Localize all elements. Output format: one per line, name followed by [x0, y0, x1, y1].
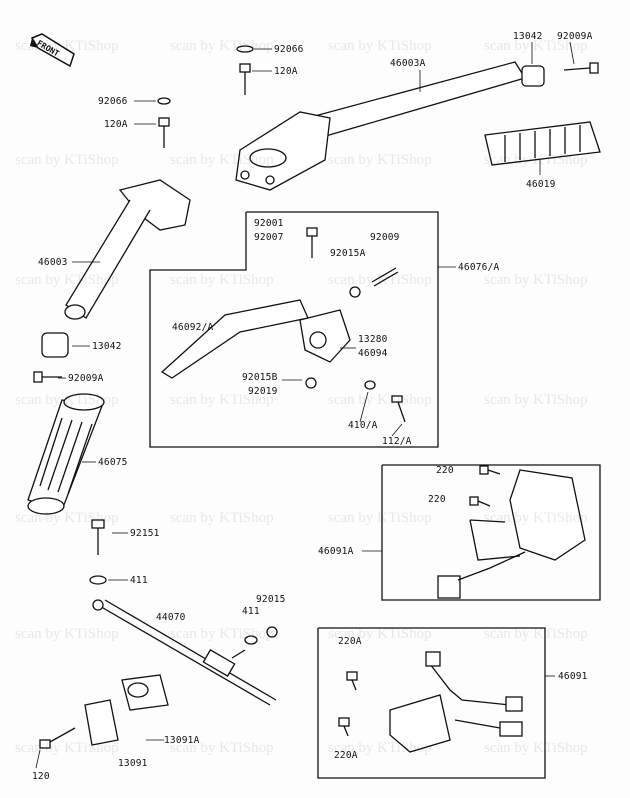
- part-label-220: 220: [436, 465, 454, 476]
- watermark-text: scan by KTiShop: [15, 152, 119, 168]
- part-label-92009A: 92009A: [68, 373, 104, 384]
- watermark-text: scan by KTiShop: [484, 626, 588, 642]
- watermark-text: scan by KTiShop: [484, 392, 588, 408]
- watermark-text: scan by KTiShop: [328, 272, 432, 288]
- part-label-46019: 46019: [526, 179, 556, 190]
- part-label-120: 120: [32, 771, 50, 782]
- watermark-text: scan by KTiShop: [170, 272, 274, 288]
- part-label-220: 220: [428, 494, 446, 505]
- part-label-410A: 410/A: [348, 420, 378, 431]
- watermark-text: scan by KTiShop: [328, 152, 432, 168]
- part-label-46091A: 46091A: [318, 546, 354, 557]
- part-label-46075: 46075: [98, 457, 128, 468]
- part-label-46003A: 46003A: [390, 58, 426, 69]
- part-label-120A: 120A: [274, 66, 298, 77]
- part-label-13280: 13280: [358, 334, 388, 345]
- watermark-text: scan by KTiShop: [328, 392, 432, 408]
- watermark-text: scan by KTiShop: [15, 272, 119, 288]
- part-label-46092A: 46092/A: [172, 322, 214, 333]
- watermark-text: scan by KTiShop: [328, 38, 432, 54]
- watermark-text: scan by KTiShop: [328, 626, 432, 642]
- watermark-text: scan by KTiShop: [484, 510, 588, 526]
- part-label-92151: 92151: [130, 528, 160, 539]
- watermark-text: scan by KTiShop: [170, 392, 274, 408]
- part-label-92066: 92066: [274, 44, 304, 55]
- part-label-220A: 220A: [338, 636, 362, 647]
- part-label-120A: 120A: [104, 119, 128, 130]
- part-label-92009A: 92009A: [557, 31, 593, 42]
- part-label-92015B: 92015B: [242, 372, 278, 383]
- watermark-text: scan by KTiShop: [15, 626, 119, 642]
- watermark-text: scan by KTiShop: [15, 740, 119, 756]
- watermark-text: scan by KTiShop: [170, 510, 274, 526]
- part-label-13042: 13042: [92, 341, 122, 352]
- part-label-411: 411: [130, 575, 148, 586]
- part-label-220A: 220A: [334, 750, 358, 761]
- part-label-92015A: 92015A: [330, 248, 366, 259]
- part-label-13091A: 13091A: [164, 735, 200, 746]
- watermark-text: scan by KTiShop: [170, 152, 274, 168]
- part-label-92015: 92015: [256, 594, 286, 605]
- watermark-text: scan by KTiShop: [484, 272, 588, 288]
- part-label-13042: 13042: [513, 31, 543, 42]
- watermark-text: scan by KTiShop: [170, 38, 274, 54]
- part-label-411: 411: [242, 606, 260, 617]
- watermark-text: scan by KTiShop: [15, 510, 119, 526]
- watermark-text: scan by KTiShop: [15, 392, 119, 408]
- part-label-46094: 46094: [358, 348, 388, 359]
- watermark-text: scan by KTiShop: [15, 38, 119, 54]
- part-label-92001: 92001: [254, 218, 284, 229]
- watermark-text: scan by KTiShop: [170, 740, 274, 756]
- watermark-text: scan by KTiShop: [328, 510, 432, 526]
- watermark-text: scan by KTiShop: [170, 626, 274, 642]
- part-label-46091: 46091: [558, 671, 588, 682]
- front-arrow-icon: [30, 33, 75, 68]
- watermark-text: scan by KTiShop: [484, 38, 588, 54]
- watermark-text: scan by KTiShop: [328, 740, 432, 756]
- part-label-13091: 13091: [118, 758, 148, 769]
- part-label-44070: 44070: [156, 612, 186, 623]
- part-label-92019: 92019: [248, 386, 278, 397]
- front-direction-arrow: FRONT: [30, 32, 78, 72]
- watermark-text: scan by KTiShop: [484, 152, 588, 168]
- part-label-46076A: 46076/A: [458, 262, 500, 273]
- watermark-text: scan by KTiShop: [484, 740, 588, 756]
- part-label-92007: 92007: [254, 232, 284, 243]
- part-label-112A: 112/A: [382, 436, 412, 447]
- part-label-46003: 46003: [38, 257, 68, 268]
- part-label-92009: 92009: [370, 232, 400, 243]
- part-label-92066: 92066: [98, 96, 128, 107]
